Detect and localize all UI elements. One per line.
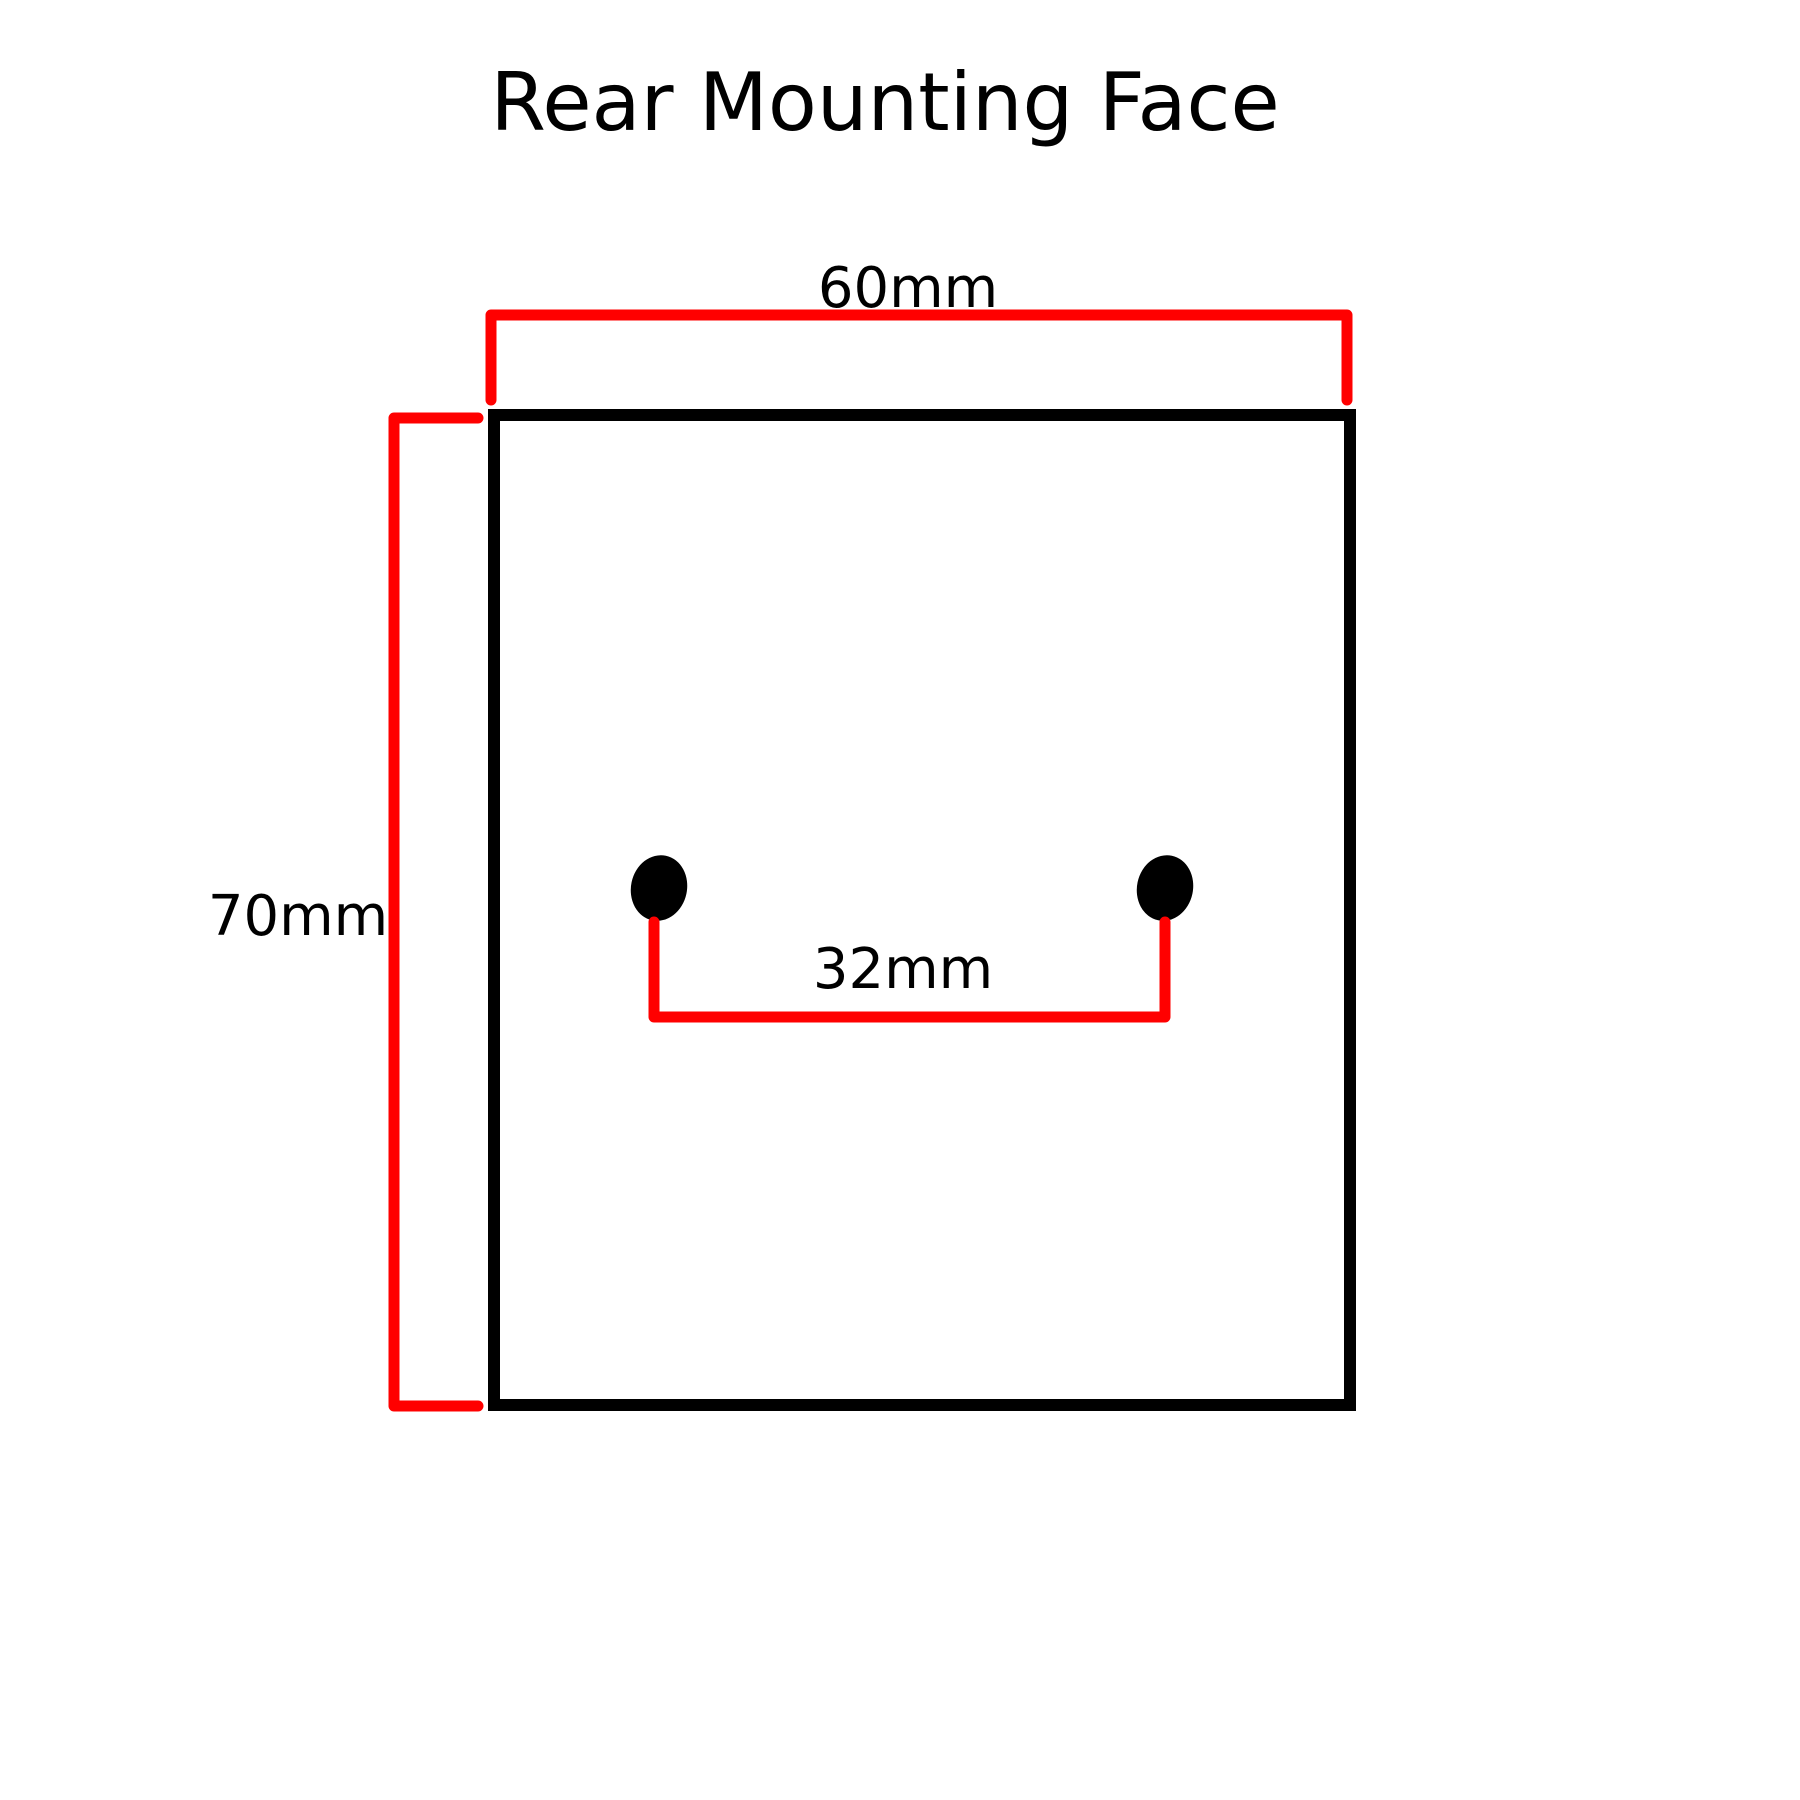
diagram-title: Rear Mounting Face [490, 56, 1279, 149]
left-mounting-hole [630, 855, 688, 921]
right-mounting-hole [1136, 855, 1194, 921]
hole-spacing-label: 32mm [813, 937, 993, 1002]
width-dimension-label: 60mm [818, 256, 998, 321]
width-dimension-line [485, 309, 1353, 406]
mounting-face-outline [488, 409, 1356, 1411]
height-dimension-line [388, 412, 484, 1412]
hole-spacing-dimension-line [648, 916, 1171, 1023]
height-dimension-label: 70mm [208, 884, 388, 949]
